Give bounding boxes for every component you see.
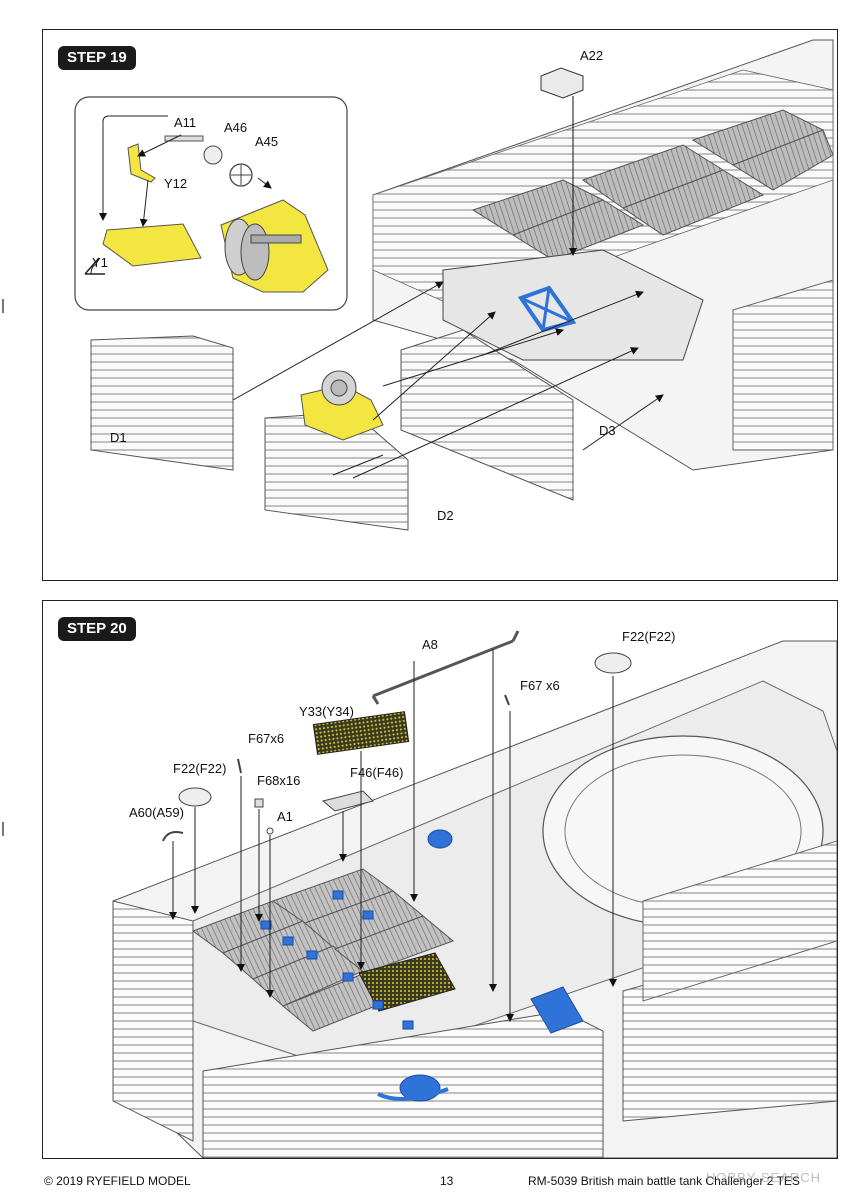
yellow-mesh-panel-installed (358, 952, 456, 1012)
part-f67-left (237, 758, 242, 774)
loose-parts (162, 630, 632, 842)
hull-top-assembly (112, 640, 837, 1158)
part-d1 (90, 335, 234, 471)
blue-parts (260, 829, 584, 1102)
page-margin-mark (2, 822, 4, 836)
footer-page-number: 13 (440, 1174, 454, 1188)
label-a60: A60(A59) (129, 805, 184, 820)
step-19-badge: STEP 19 (58, 46, 136, 70)
label-d2: D2 (437, 508, 454, 523)
label-d3: D3 (599, 423, 616, 438)
label-f67x6-right: F67 x6 (520, 678, 560, 693)
label-f22-left: F22(F22) (173, 761, 227, 776)
part-a1 (266, 827, 274, 835)
label-a8: A8 (422, 637, 438, 652)
hull-rear-assembly (372, 39, 834, 471)
label-a11: A11 (174, 115, 197, 130)
part-f68 (254, 798, 264, 808)
label-y12: Y12 (164, 176, 188, 191)
part-y33 (312, 711, 410, 755)
part-d3 (400, 329, 574, 501)
label-f68x16: F68x16 (257, 773, 301, 788)
step-20-illustration (112, 630, 837, 1158)
label-a45: A45 (255, 134, 279, 149)
footer-product-title: RM-5039 British main battle tank Challen… (528, 1174, 800, 1188)
inset-parts (84, 115, 329, 293)
label-a1: A1 (277, 809, 293, 824)
assembly-guide-lines (232, 281, 664, 479)
label-y1: Y1 (92, 255, 108, 270)
step-20-badge: STEP 20 (58, 617, 136, 641)
label-f46: F46(F46) (350, 765, 404, 780)
label-d1: D1 (110, 430, 127, 445)
label-y33: Y33(Y34) (299, 704, 354, 719)
footer-copyright: © 2019 RYEFIELD MODEL (44, 1174, 191, 1188)
step-19-illustration (74, 39, 834, 531)
assembly-guide-lines (169, 649, 617, 1022)
part-a60 (162, 831, 184, 842)
step-19-panel: STEP 19 A22 A11 A46 A45 Y12 Y1 D1 D2 D3 (42, 29, 838, 581)
part-f67-right (504, 694, 510, 706)
watermark-logo: HOBBY SEARCH (706, 1170, 822, 1185)
part-a22 (540, 67, 584, 256)
engine-deck-grilles (191, 868, 454, 1032)
label-a22: A22 (580, 48, 604, 63)
page-margin-mark (2, 299, 4, 313)
label-a46: A46 (224, 120, 248, 135)
part-f22-left (178, 787, 212, 807)
label-f67x6-left: F67x6 (248, 731, 285, 746)
step-20-panel: STEP 20 A8 F22(F22) F67 x6 Y33(Y34) F67x… (42, 600, 838, 1159)
label-f22-right: F22(F22) (622, 629, 676, 644)
engine-deck-grilles (471, 109, 834, 261)
part-f22-right (594, 652, 632, 674)
yellow-bracket-assembly (300, 370, 384, 441)
part-a8 (371, 630, 520, 705)
